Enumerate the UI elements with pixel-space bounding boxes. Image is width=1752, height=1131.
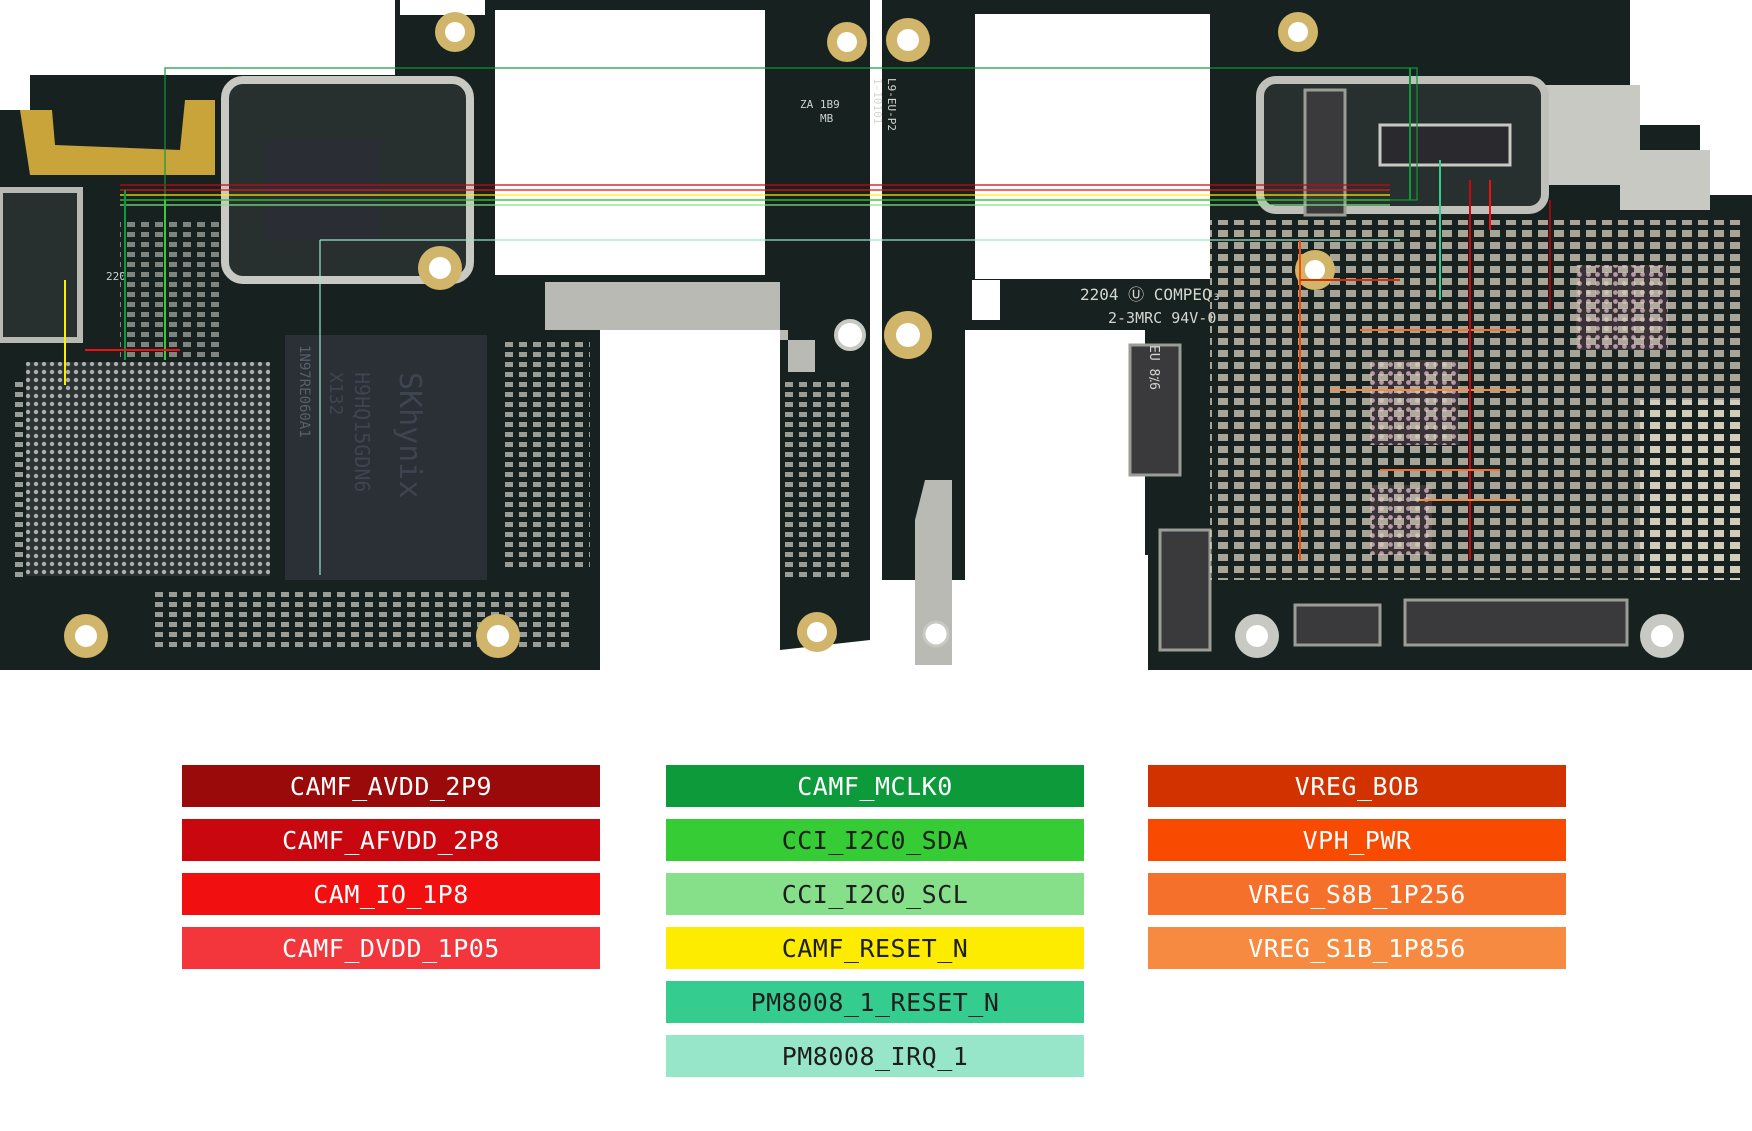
screw-hole bbox=[418, 246, 462, 290]
pcb-id-marking: L9-EU-P2 bbox=[885, 78, 898, 131]
legend-item-vreg-s8b-1p256: VREG_S8B_1P256 bbox=[1148, 873, 1566, 915]
chip-skhynix-label: SKhynix bbox=[392, 372, 427, 498]
legend-item-vph-pwr: VPH_PWR bbox=[1148, 819, 1566, 861]
screw-hole bbox=[476, 614, 520, 658]
pcb-board-diagram: SKhynix H9HQ15GDN6 X132 1N97RE060A1 ZA 1… bbox=[0, 0, 1752, 670]
screw-hole bbox=[435, 12, 475, 52]
legend-item-camf-reset-n: CAMF_RESET_N bbox=[666, 927, 1084, 969]
chip-part-label: H9HQ15GDN6 bbox=[350, 372, 374, 492]
legend-item-camf-avdd-2p9: CAMF_AVDD_2P9 bbox=[182, 765, 600, 807]
screw-hole bbox=[827, 22, 867, 62]
legend-item-vreg-bob: VREG_BOB bbox=[1148, 765, 1566, 807]
screw-hole bbox=[1235, 614, 1279, 658]
legend-item-cam-io-1p8: CAM_IO_1P8 bbox=[182, 873, 600, 915]
small-label-220: 220 bbox=[106, 270, 126, 283]
rating-marking: 2-3MRC 94V-0 bbox=[1108, 309, 1216, 327]
legend-item-vreg-s1b-1p856: VREG_S1B_1P856 bbox=[1148, 927, 1566, 969]
screw-hole bbox=[922, 620, 950, 648]
chip-code-label: X132 bbox=[325, 372, 346, 415]
pcb-rev-marking: 1-10101 bbox=[871, 78, 884, 124]
screw-hole bbox=[1640, 614, 1684, 658]
signal-traces bbox=[64, 67, 1551, 575]
legend-item-pm8008-1-reset-n: PM8008_1_RESET_N bbox=[666, 981, 1084, 1023]
screw-hole bbox=[884, 311, 932, 359]
screw-hole bbox=[64, 614, 108, 658]
screw-hole bbox=[834, 319, 866, 351]
left-board: SKhynix H9HQ15GDN6 X132 1N97RE060A1 ZA 1… bbox=[0, 0, 870, 670]
screw-hole bbox=[886, 18, 930, 62]
small-label-mb: MB bbox=[820, 112, 834, 125]
legend-item-camf-mclk0: CAMF_MCLK0 bbox=[666, 765, 1084, 807]
mem-side-label: 1N97RE060A1 bbox=[296, 345, 312, 438]
compeq-marking: 2204 Ⓤ COMPEQ₃ bbox=[1080, 285, 1221, 304]
right-board: 2204 Ⓤ COMPEQ₃ 2-3MRC 94V-0 EU 8⁒6 L9-EU… bbox=[871, 0, 1752, 670]
screw-hole bbox=[1278, 12, 1318, 52]
legend-item-cci-i2c0-sda: CCI_I2C0_SDA bbox=[666, 819, 1084, 861]
eu-marking: EU 8⁒6 bbox=[1146, 345, 1161, 390]
legend-item-cci-i2c0-scl: CCI_I2C0_SCL bbox=[666, 873, 1084, 915]
screw-hole bbox=[797, 612, 837, 652]
legend-item-pm8008-irq-1: PM8008_IRQ_1 bbox=[666, 1035, 1084, 1077]
legend-item-camf-afvdd-2p8: CAMF_AFVDD_2P8 bbox=[182, 819, 600, 861]
legend-item-camf-dvdd-1p05: CAMF_DVDD_1P05 bbox=[182, 927, 600, 969]
small-label-za: ZA 1B9 bbox=[800, 98, 840, 111]
